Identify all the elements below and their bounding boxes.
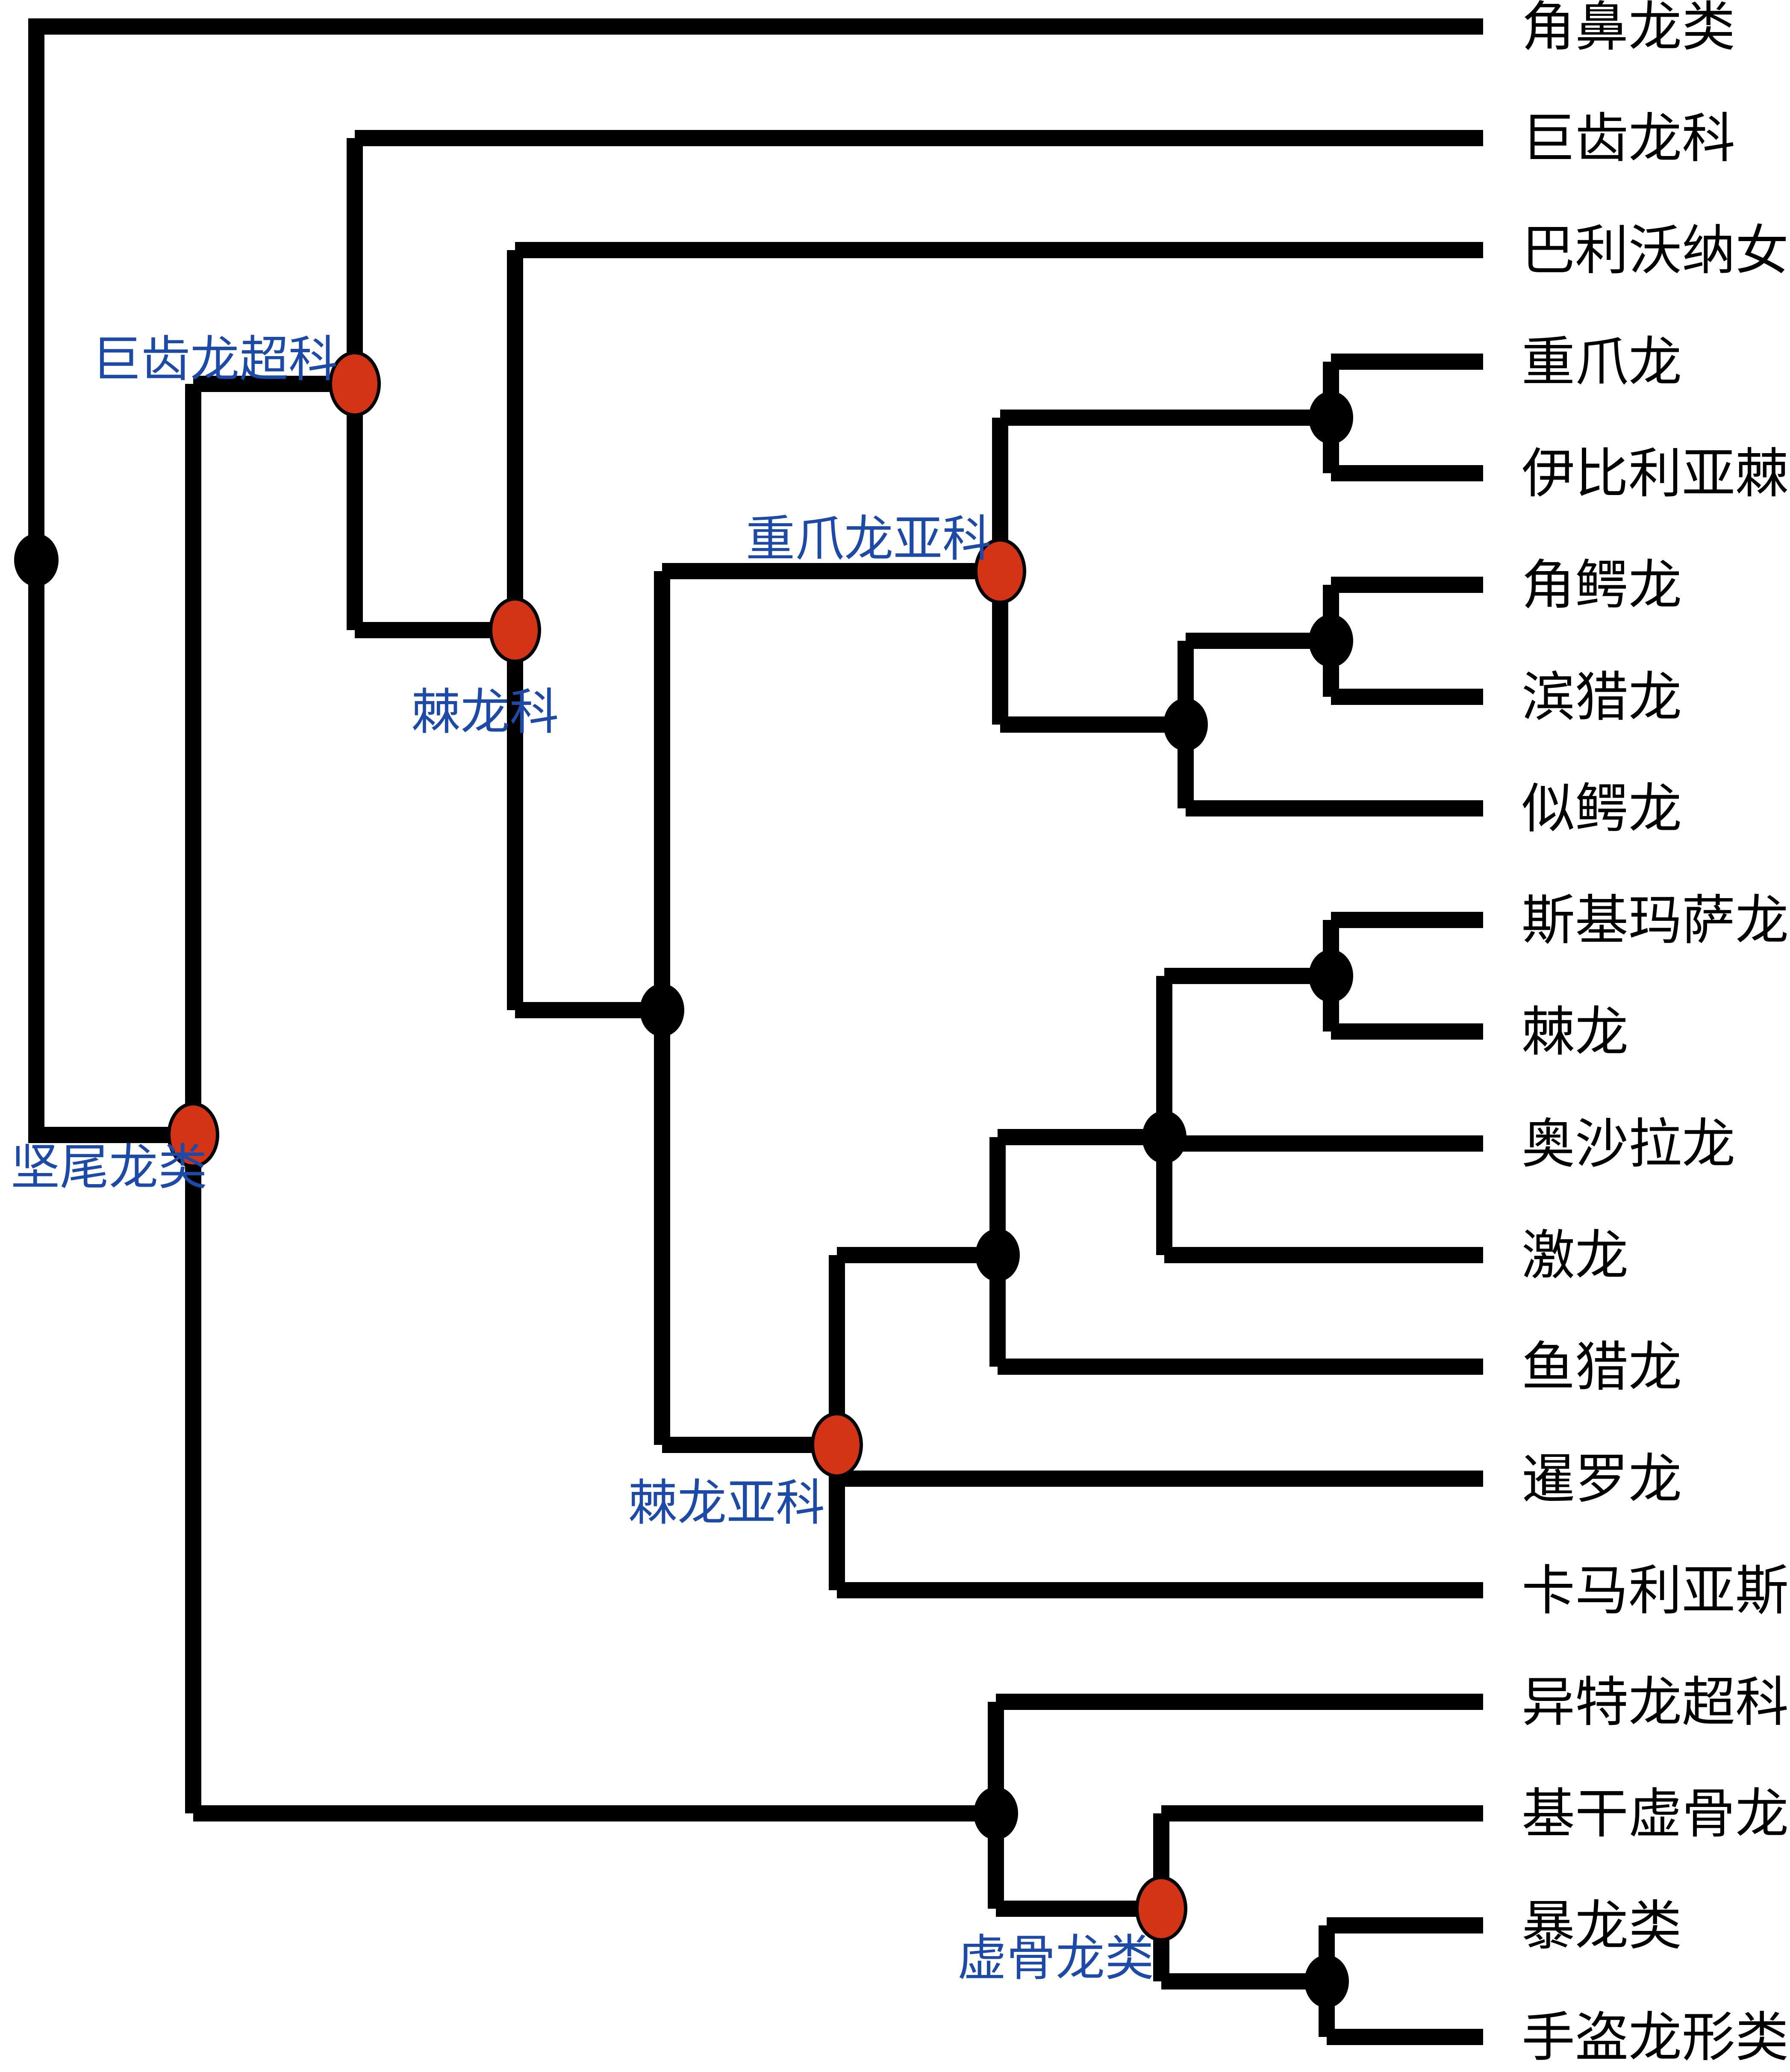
tip-label: 角鼻龙类 [1522, 0, 1735, 57]
baryonyx-pair-node [1309, 391, 1353, 444]
avetheropoda-node [974, 1787, 1018, 1840]
tip-label: 棘龙 [1522, 1003, 1628, 1062]
tip-label: 暹罗龙 [1522, 1450, 1682, 1509]
spinosauridae-split-node [640, 984, 684, 1037]
tip-label: 暴龙类 [1522, 1897, 1682, 1956]
clade-label: 棘龙科 [411, 685, 559, 740]
tip-label: 巨齿龙科 [1522, 110, 1735, 169]
clade-label: 坚尾龙类 [11, 1141, 207, 1195]
tip-label: 角鳄龙 [1522, 557, 1682, 616]
tip-label: 激龙 [1522, 1227, 1628, 1286]
coelurosauria-node [1135, 1876, 1187, 1942]
spinosaurinae-node [811, 1412, 863, 1478]
tip-label: 伊比利亚棘龙 [1522, 445, 1790, 504]
tetanurae-node [167, 1102, 219, 1168]
baryonychinae-node [974, 538, 1026, 604]
spinosaurus-pair-node [1309, 949, 1353, 1002]
root-node [14, 533, 59, 587]
clade-label: 虚骨龙类 [957, 1931, 1154, 1986]
tip-label: 似鳄龙 [1522, 780, 1682, 839]
tip-label: 滨猎龙 [1522, 669, 1682, 728]
ceratosuchops-pair-node [1309, 614, 1353, 667]
tip-label: 重爪龙 [1522, 333, 1682, 392]
tip-label: 基干虚骨龙类 [1522, 1785, 1790, 1844]
tip-label: 奥沙拉龙 [1522, 1115, 1735, 1174]
megalosauroidea-node [329, 351, 381, 417]
clade-label: 重爪龙亚科 [746, 512, 992, 566]
irritator-clade-node [975, 1229, 1020, 1282]
tip-label: 手盗龙形类 [1522, 2009, 1789, 2068]
suchosaurus-clade-node [1163, 698, 1208, 751]
tip-label: 卡马利亚斯龙 [1522, 1562, 1790, 1621]
tip-label: 斯基玛萨龙 [1522, 892, 1789, 951]
tip-label: 鱼猎龙 [1522, 1338, 1682, 1397]
clade-label: 棘龙亚科 [628, 1476, 825, 1530]
spinosauridae-node [489, 597, 541, 663]
oxalaia-clade-node [1142, 1111, 1186, 1164]
tip-label: 异特龙超科 [1522, 1674, 1789, 1733]
tip-label: 巴利沃纳女猎龙 [1522, 222, 1790, 281]
clade-label: 巨齿龙超科 [92, 333, 338, 387]
tyrannosaur-pair-node [1304, 1955, 1349, 2008]
